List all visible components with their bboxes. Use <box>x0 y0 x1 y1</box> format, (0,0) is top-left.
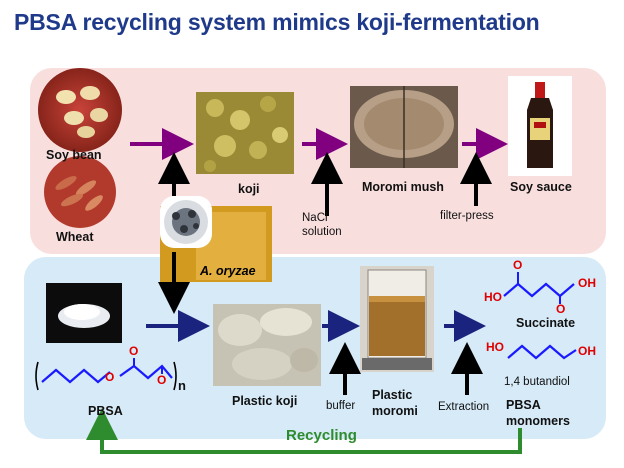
succinate-oxygen-2: O <box>556 302 566 316</box>
succinate-oh: OH <box>578 276 596 290</box>
soy-sauce-label: Soy sauce <box>510 180 572 194</box>
butandiol-oh: OH <box>578 344 596 358</box>
plastic-koji-image <box>213 304 321 386</box>
koji-label: koji <box>238 182 260 196</box>
nacl-solution-label: solution <box>302 226 342 238</box>
wheat-label: Wheat <box>56 230 94 244</box>
filter-press-label: filter-press <box>440 210 494 222</box>
moromi-mush-label: Moromi mush <box>362 180 444 194</box>
recycling-loop-arrow <box>86 408 522 454</box>
aoryzae-label: A. oryzae <box>200 264 256 278</box>
succinate-oxygen-1: O <box>513 258 523 272</box>
succinate-label: Succinate <box>516 316 576 330</box>
pbsa-monomers-label-line2: monomers <box>506 414 570 428</box>
input-arrows <box>158 152 492 395</box>
pbsa-powder-image <box>46 283 122 343</box>
plastic-moromi-label-line1: Plastic <box>372 388 413 402</box>
pbsa-carbonyl-oxygen-1: O <box>129 344 139 358</box>
repeat-n-subscript: n <box>178 378 186 393</box>
soybean-label: Soy bean <box>46 148 102 162</box>
koji-image <box>196 92 294 174</box>
buffer-label: buffer <box>326 400 356 412</box>
plastic-koji-label: Plastic koji <box>232 394 298 408</box>
aspergillus-oryzae-image <box>160 196 272 282</box>
pbsa-monomers-label-line1: PBSA <box>506 398 541 412</box>
butandiol-ho: HO <box>486 340 504 354</box>
succinate-ho: HO <box>484 290 502 304</box>
extraction-label: Extraction <box>438 401 490 413</box>
recycling-label: Recycling <box>286 427 357 444</box>
pbsa-ester-oxygen: O <box>105 370 115 384</box>
soy-sauce-bottle-image <box>508 76 572 176</box>
moromi-mush-image <box>350 86 458 168</box>
nacl-label: NaCl <box>302 212 328 224</box>
pbsa-label: PBSA <box>88 404 123 418</box>
pbsa-structure <box>35 358 177 391</box>
page-title: PBSA recycling system mimics koji-fermen… <box>14 9 540 35</box>
pbsa-carbonyl-oxygen-2: O <box>157 373 167 387</box>
plastic-moromi-reactor-image <box>360 266 434 372</box>
plastic-moromi-label-line2: moromi <box>372 404 418 418</box>
wheat-image <box>44 156 116 228</box>
butandiol-structure <box>507 344 577 360</box>
succinate-structure <box>503 272 575 304</box>
butandiol-label: 1,4 butandiol <box>504 376 570 388</box>
soybean-image <box>38 68 122 152</box>
